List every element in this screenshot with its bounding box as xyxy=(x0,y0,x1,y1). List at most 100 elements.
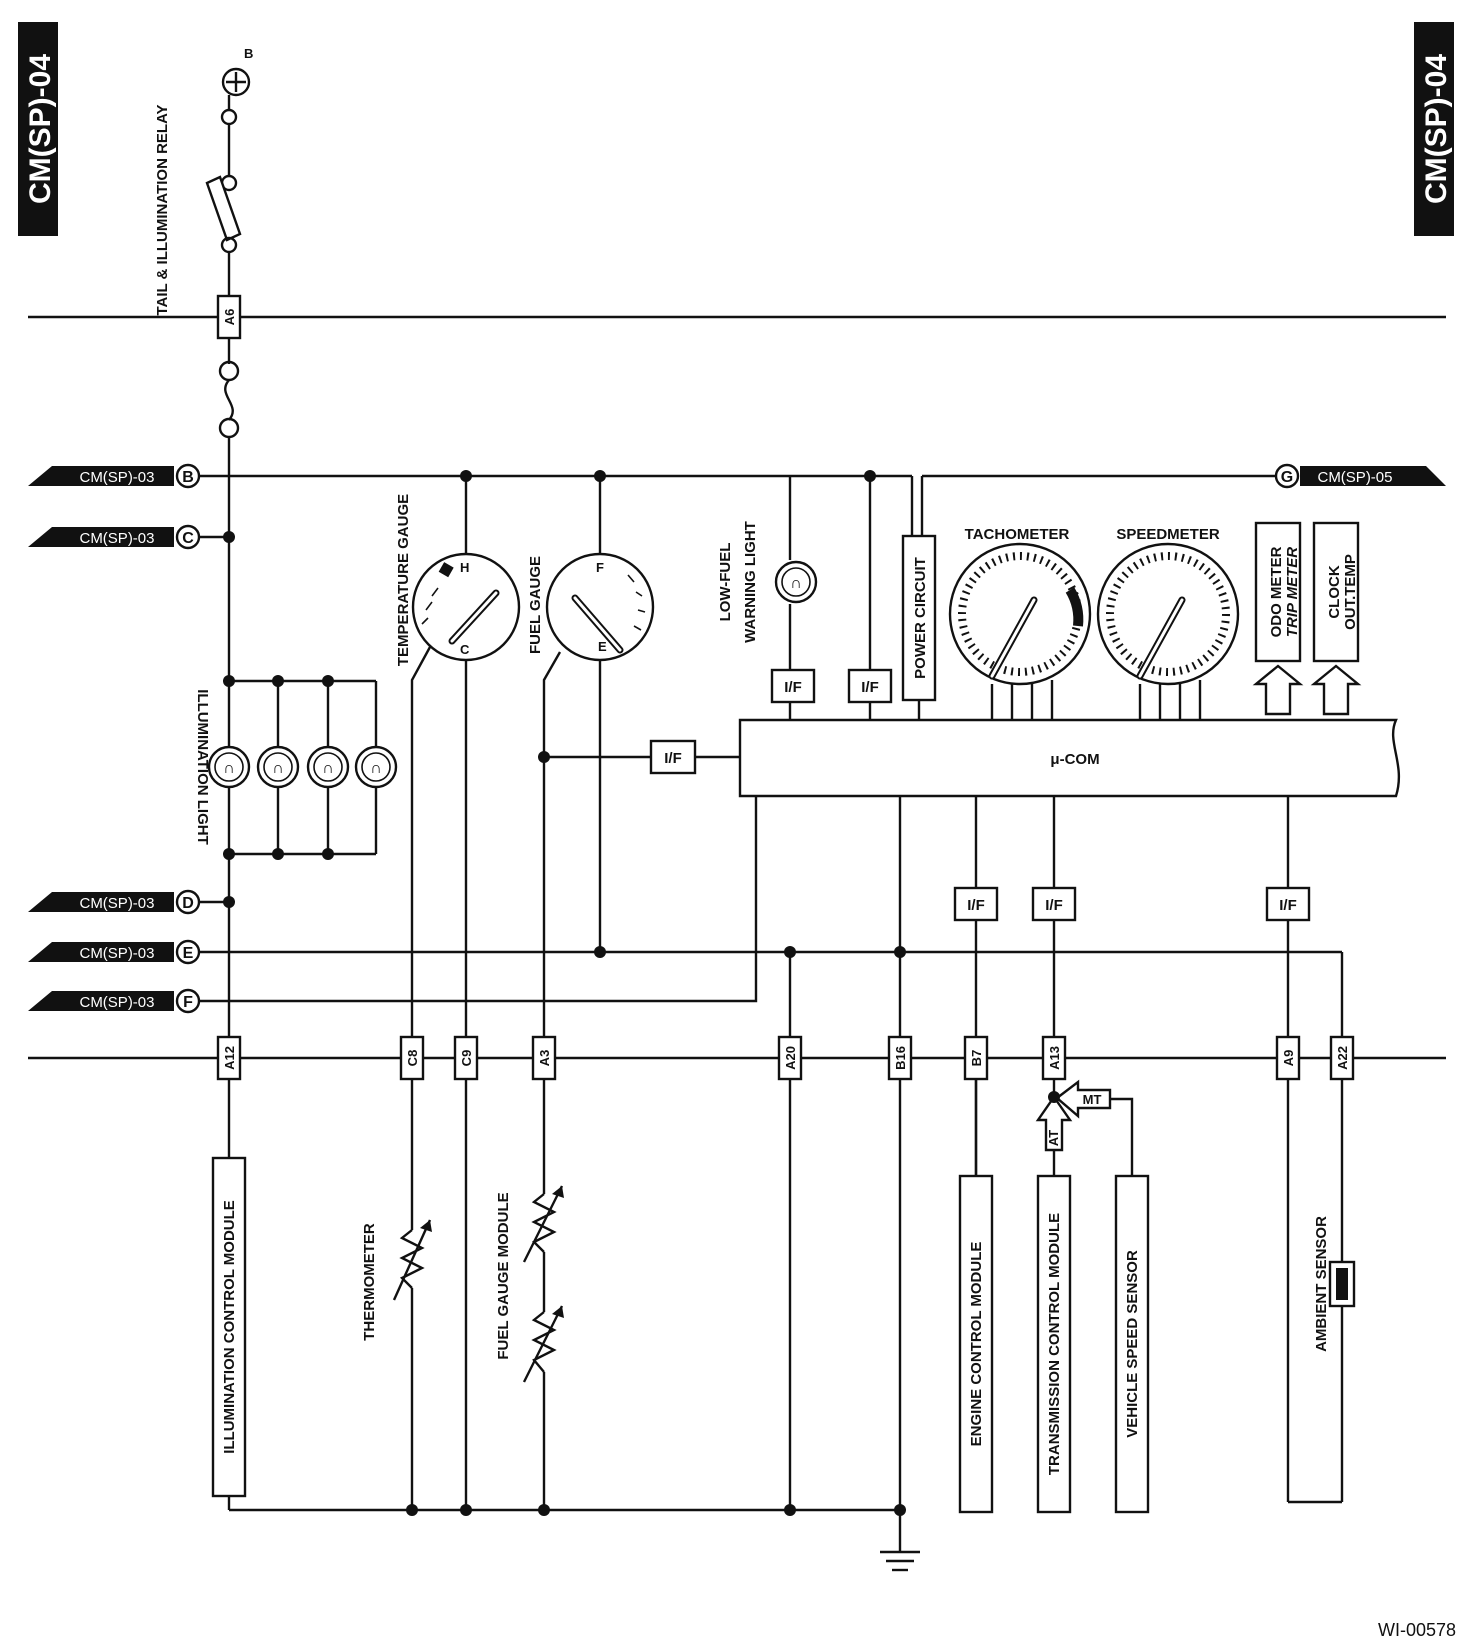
engine-control-module-label: ENGINE CONTROL MODULE xyxy=(968,1242,985,1447)
transmission-control-module-label: TRANSMISSION CONTROL MODULE xyxy=(1046,1213,1063,1475)
odo-arrow-icon xyxy=(1252,664,1304,716)
pin-a12-label: A12 xyxy=(222,1046,237,1070)
transmission-control-module xyxy=(1036,1174,1072,1514)
connector-F: CM(SP)-03 F xyxy=(28,988,201,1014)
pin-b16 xyxy=(887,1035,913,1081)
connector-C-ref: CM(SP)-03 xyxy=(79,530,154,547)
interface-ambient xyxy=(1265,886,1311,922)
speedometer-dial xyxy=(1096,542,1240,720)
connector-C-letter: C xyxy=(182,530,194,547)
connector-G-ref: CM(SP)-05 xyxy=(1317,469,1392,486)
corner-tab-left-text: CM(SP)-04 xyxy=(24,54,57,204)
pin-a22-label: A22 xyxy=(1335,1046,1350,1070)
svg-text:∩: ∩ xyxy=(272,760,284,777)
temperature-gauge-label: TEMPERATURE GAUGE xyxy=(395,494,412,666)
pin-b16-label: B16 xyxy=(893,1046,908,1070)
ground-icon xyxy=(880,1510,920,1572)
relay-label: TAIL & ILLUMINATION RELAY xyxy=(154,104,171,315)
corner-tab-right: CM(SP)-04 xyxy=(1414,22,1454,236)
trip-meter-label: TRIP METER xyxy=(1284,547,1301,637)
odo-trip-block xyxy=(1254,521,1302,663)
fuel-full-label: F xyxy=(596,560,604,575)
pin-a9-label: A9 xyxy=(1281,1050,1296,1067)
at-mt-selector: AT MT xyxy=(1035,1079,1134,1176)
connector-B: CM(SP)-03 B xyxy=(28,463,201,489)
svg-text:∩: ∩ xyxy=(223,760,235,777)
pin-c8-label: C8 xyxy=(405,1050,420,1067)
pin-c9-label: C9 xyxy=(459,1050,474,1067)
interface-power xyxy=(847,668,893,704)
junction-dots xyxy=(223,470,1060,1516)
ambient-sensor-icon xyxy=(1328,1260,1356,1308)
svg-text:∩: ∩ xyxy=(790,575,802,592)
svg-text:∩: ∩ xyxy=(322,760,334,777)
connector-D: CM(SP)-03 D xyxy=(28,889,201,915)
battery-symbol: B xyxy=(221,46,253,97)
odo-meter-label: ODO METER xyxy=(1268,546,1285,637)
interface-transmission-label: I/F xyxy=(1045,897,1063,914)
thermometer-icon xyxy=(392,1219,432,1301)
connector-G: G CM(SP)-05 xyxy=(1274,463,1446,489)
pin-a3-label: A3 xyxy=(537,1050,552,1067)
mcom-block xyxy=(738,718,1401,798)
pin-a20 xyxy=(777,1035,803,1081)
speedometer-label: SPEEDMETER xyxy=(1116,526,1220,543)
vehicle-speed-sensor-label: VEHICLE SPEED SENSOR xyxy=(1124,1250,1141,1438)
temp-cold-label: C xyxy=(460,642,470,657)
connector-C: CM(SP)-03 C xyxy=(28,524,201,550)
connector-E-letter: E xyxy=(183,945,194,962)
connector-E-ref: CM(SP)-03 xyxy=(79,945,154,962)
illumination-light-label: ILLUMINATION LIGHT xyxy=(194,689,211,845)
fuel-empty-label: E xyxy=(598,639,607,654)
figure-id: WI-00578 xyxy=(1378,1620,1456,1640)
illumination-lights: ∩ ∩ ∩ ∩ xyxy=(207,679,398,856)
pin-a6-label: A6 xyxy=(222,309,237,326)
mcom-label: μ-COM xyxy=(1050,751,1099,768)
interface-ambient-label: I/F xyxy=(1279,897,1297,914)
clock-temp-block xyxy=(1312,521,1360,663)
fuel-gauge-module-icon xyxy=(522,1185,564,1383)
connector-B-letter: B xyxy=(182,469,194,486)
connector-F-ref: CM(SP)-03 xyxy=(79,994,154,1011)
svg-text:∩: ∩ xyxy=(370,760,382,777)
corner-tab-left: CM(SP)-04 xyxy=(18,22,58,236)
interface-transmission xyxy=(1031,886,1077,922)
interface-fuel-label: I/F xyxy=(664,750,682,767)
fuel-gauge: F E xyxy=(545,552,655,662)
illumination-control-module-label: ILLUMINATION CONTROL MODULE xyxy=(221,1200,238,1454)
clock-arrow-icon xyxy=(1310,664,1362,716)
fuel-gauge-label: FUEL GAUGE xyxy=(527,556,544,654)
connector-D-ref: CM(SP)-03 xyxy=(79,895,154,912)
pin-b7-label: B7 xyxy=(969,1050,984,1067)
power-circuit-label: POWER CIRCUIT xyxy=(912,557,929,679)
pin-a13-label: A13 xyxy=(1047,1046,1062,1070)
low-fuel-label: LOW-FUEL xyxy=(717,543,734,622)
thermometer-label: THERMOMETER xyxy=(361,1223,378,1341)
connector-F-letter: F xyxy=(183,994,193,1011)
tachometer-label: TACHOMETER xyxy=(965,526,1070,543)
temp-hot-label: H xyxy=(460,560,469,575)
connector-B-ref: CM(SP)-03 xyxy=(79,469,154,486)
clock-label: CLOCK xyxy=(1326,565,1343,618)
interface-low-fuel xyxy=(770,668,816,704)
ambient-sensor-label: AMBIENT SENSOR xyxy=(1313,1216,1330,1352)
tachometer-dial xyxy=(948,542,1092,720)
interface-engine xyxy=(953,886,999,922)
corner-tab-right-text: CM(SP)-04 xyxy=(1420,54,1453,204)
interface-power-label: I/F xyxy=(861,679,879,696)
connector-D-letter: D xyxy=(182,895,194,912)
temperature-gauge: H C xyxy=(411,552,521,662)
connector-G-letter: G xyxy=(1281,469,1293,486)
connector-E: CM(SP)-03 E xyxy=(28,939,201,965)
mt-label: MT xyxy=(1083,1092,1102,1107)
battery-label: B xyxy=(244,46,253,61)
fuse-symbol xyxy=(224,379,234,421)
fuel-gauge-module-label: FUEL GAUGE MODULE xyxy=(495,1192,512,1359)
at-label: AT xyxy=(1046,1130,1061,1146)
pin-a20-label: A20 xyxy=(783,1046,798,1070)
warning-light-label: WARNING LIGHT xyxy=(742,521,759,643)
illumination-control-module xyxy=(211,1156,247,1498)
out-temp-label: OUT.TEMP xyxy=(1342,554,1359,630)
engine-control-module xyxy=(958,1174,994,1514)
